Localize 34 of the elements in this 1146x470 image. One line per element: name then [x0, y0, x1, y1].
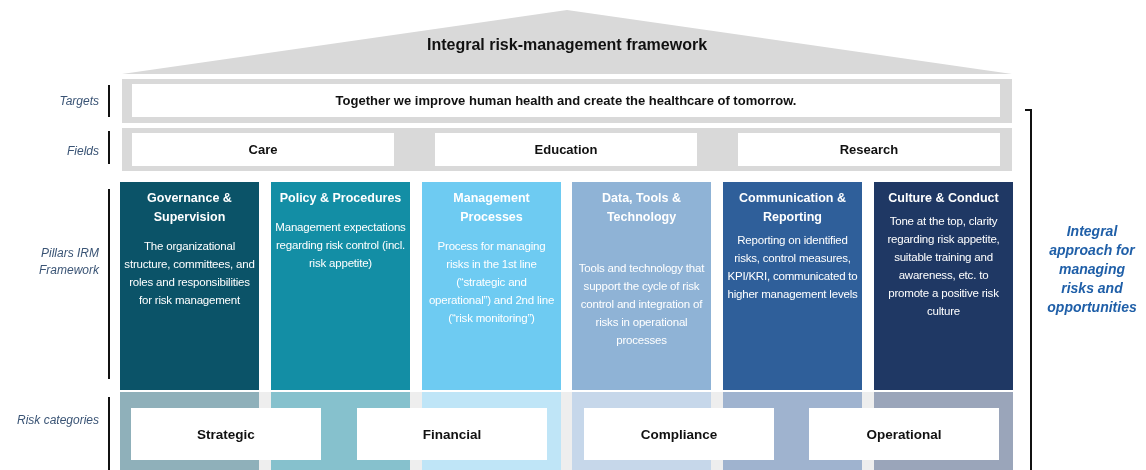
- pillar: [572, 182, 711, 390]
- pillar: [422, 182, 561, 390]
- row-label: Pillars IRM Framework: [38, 245, 99, 279]
- pillar-description: Tools and technology that support the cycle of risk control and integration of risks in operational processes: [577, 261, 706, 348]
- text-box: Together we improve human health and create the healthcare of tomorrow.: [132, 84, 1000, 117]
- risk-category-box: Financial: [357, 408, 547, 460]
- pillar: [723, 182, 862, 390]
- pillar: [874, 182, 1013, 390]
- risk-category-box: Strategic: [131, 408, 321, 460]
- text-box: Education: [435, 133, 697, 166]
- pillar-heading: Policy & Procedures: [279, 190, 402, 207]
- band: [122, 79, 1012, 123]
- band: [122, 128, 1012, 171]
- pillar-description: Tone at the top, clarity regarding risk appetite, suitable training and awareness, etc. to promote a positive risk culture: [886, 214, 1001, 319]
- pillar: [271, 182, 410, 390]
- side-note: Integral approach for managing risks and opportunities: [1046, 222, 1138, 317]
- risk-category-box: Compliance: [584, 408, 774, 460]
- pillar-heading: Management Processes: [452, 190, 531, 226]
- pillar-description: Management expectations regarding risk control (incl. risk appetite): [275, 220, 406, 271]
- risk-category-box: Operational: [809, 408, 999, 460]
- pillar-description: The organizational structure, committees, and roles and responsibilities for risk management: [124, 239, 255, 308]
- row-label: Fields: [67, 143, 99, 160]
- pillar-description: Reporting on identified risks, control measures, KPI/KRI, communicated to higher management levels: [727, 233, 858, 302]
- pillar-heading: Communication & Reporting: [738, 190, 847, 226]
- row-label: Targets: [59, 93, 99, 110]
- pillar-description: Process for managing risks in the 1st line (“strategic and operational”) and 2nd line (“risk monitoring”): [427, 239, 556, 326]
- pillar: [120, 182, 259, 390]
- roof-title: Integral risk-management framework: [425, 36, 709, 54]
- text-box: Care: [132, 133, 394, 166]
- pillar-heading: Data, Tools & Technology: [601, 190, 682, 226]
- pillar-heading: Governance & Supervision: [146, 190, 233, 226]
- pillar-heading: Culture & Conduct: [888, 190, 999, 207]
- text-box: Research: [738, 133, 1000, 166]
- row-label: Risk categories: [16, 412, 99, 429]
